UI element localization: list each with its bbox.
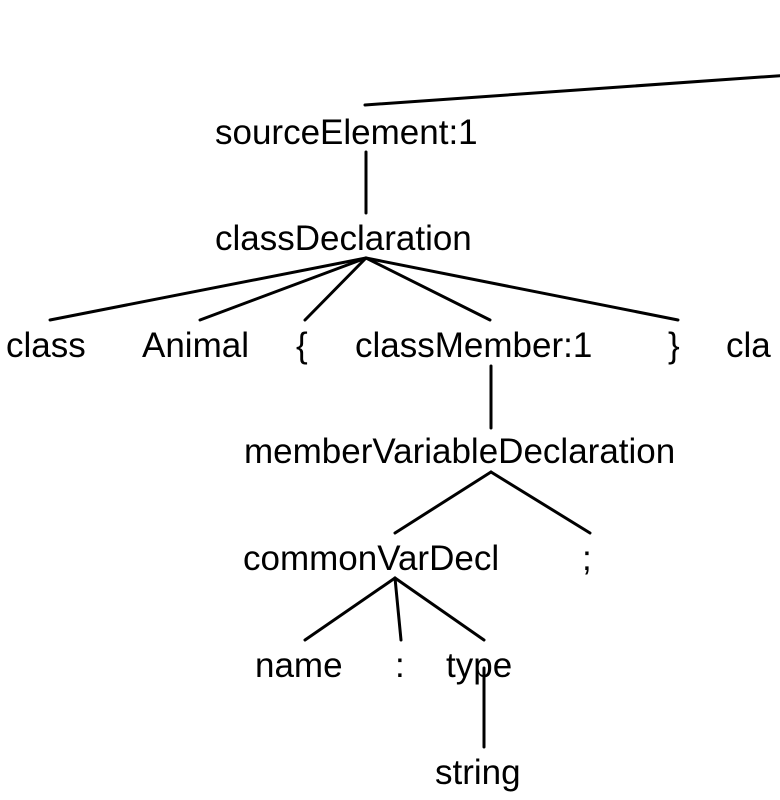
edge-common-var-decl-to-type — [393, 576, 486, 642]
node-common-var-decl: commonVarDecl — [243, 539, 499, 578]
tree-nodes: sourceElement:1 classDeclaration class A… — [6, 113, 771, 792]
tree-edges — [48, 74, 780, 749]
node-class-keyword: class — [6, 326, 86, 365]
edge-member-variable-declaration-to-semicolon — [489, 470, 592, 535]
edge-common-var-decl-to-colon — [393, 576, 403, 642]
edge-class-declaration-to-open-brace — [303, 256, 368, 322]
edge-root-to-source-element — [363, 74, 780, 107]
node-source-element: sourceElement:1 — [215, 113, 478, 152]
edge-class-declaration-to-animal — [198, 256, 368, 322]
edge-class-declaration-to-class — [48, 256, 368, 322]
node-next-class-partial: cla — [726, 326, 771, 365]
node-open-brace: { — [296, 326, 308, 365]
node-member-variable-declaration: memberVariableDeclaration — [244, 432, 675, 471]
edge-class-declaration-to-class-member — [364, 256, 492, 322]
node-class-member: classMember:1 — [355, 326, 592, 365]
node-close-brace: } — [668, 326, 680, 365]
node-name: name — [255, 646, 343, 685]
edge-class-declaration-to-close-brace — [364, 256, 680, 322]
node-class-declaration: classDeclaration — [215, 219, 472, 258]
edge-common-var-decl-to-name — [303, 576, 397, 642]
node-semicolon: ; — [582, 539, 592, 578]
edge-member-variable-declaration-to-common-var-decl — [393, 470, 493, 535]
node-string: string — [435, 753, 521, 792]
node-type: type — [446, 646, 512, 685]
node-class-name: Animal — [142, 326, 249, 365]
node-colon: : — [395, 646, 405, 685]
